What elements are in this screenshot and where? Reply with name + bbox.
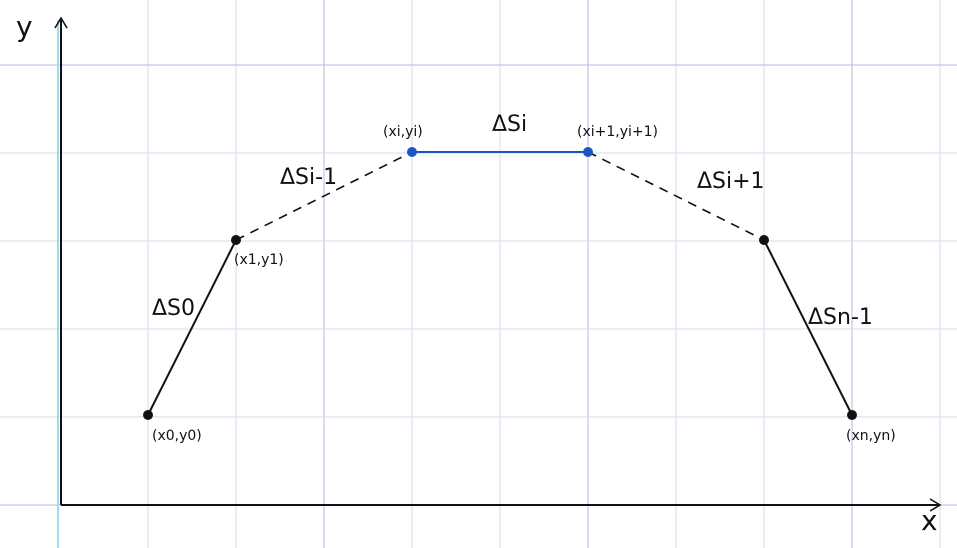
segment-sn-minus-1 bbox=[763, 239, 853, 416]
label-delta-si-minus-1: ΔSi-1 bbox=[280, 165, 337, 190]
label-delta-si: ΔSi bbox=[492, 112, 527, 137]
segments bbox=[147, 151, 853, 416]
point-xn-yn bbox=[847, 410, 857, 420]
x-axis-arrow-icon bbox=[929, 498, 942, 512]
point-unlabeled bbox=[759, 235, 769, 245]
points bbox=[143, 147, 857, 420]
point-labels: (x0,y0) (x1,y1) (xi,yi) (xi+1,yi+1) (xn,… bbox=[152, 124, 896, 444]
label-x1-y1: (x1,y1) bbox=[234, 252, 284, 268]
axes: y x bbox=[16, 10, 942, 548]
label-xi1-yi1: (xi+1,yi+1) bbox=[577, 124, 658, 140]
y-axis-label: y bbox=[16, 10, 33, 43]
point-xi1-yi1 bbox=[583, 147, 593, 157]
label-delta-s0: ΔS0 bbox=[152, 296, 195, 321]
point-xi-yi bbox=[407, 147, 417, 157]
label-x0-y0: (x0,y0) bbox=[152, 428, 202, 444]
label-xi-yi: (xi,yi) bbox=[383, 124, 423, 140]
label-delta-sn-minus-1: ΔSn-1 bbox=[808, 305, 873, 330]
point-x1-y1 bbox=[231, 235, 241, 245]
segment-si-minus-1 bbox=[235, 151, 413, 241]
point-x0-y0 bbox=[143, 410, 153, 420]
segment-s0 bbox=[147, 239, 237, 416]
label-xn-yn: (xn,yn) bbox=[846, 428, 896, 444]
y-axis-arrow-icon bbox=[54, 16, 68, 29]
x-axis-label: x bbox=[921, 504, 938, 537]
label-delta-si-plus-1: ΔSi+1 bbox=[697, 169, 765, 194]
segment-labels: ΔS0 ΔSi-1 ΔSi ΔSi+1 ΔSn-1 bbox=[152, 112, 873, 330]
segment-si-plus-1 bbox=[587, 151, 765, 241]
